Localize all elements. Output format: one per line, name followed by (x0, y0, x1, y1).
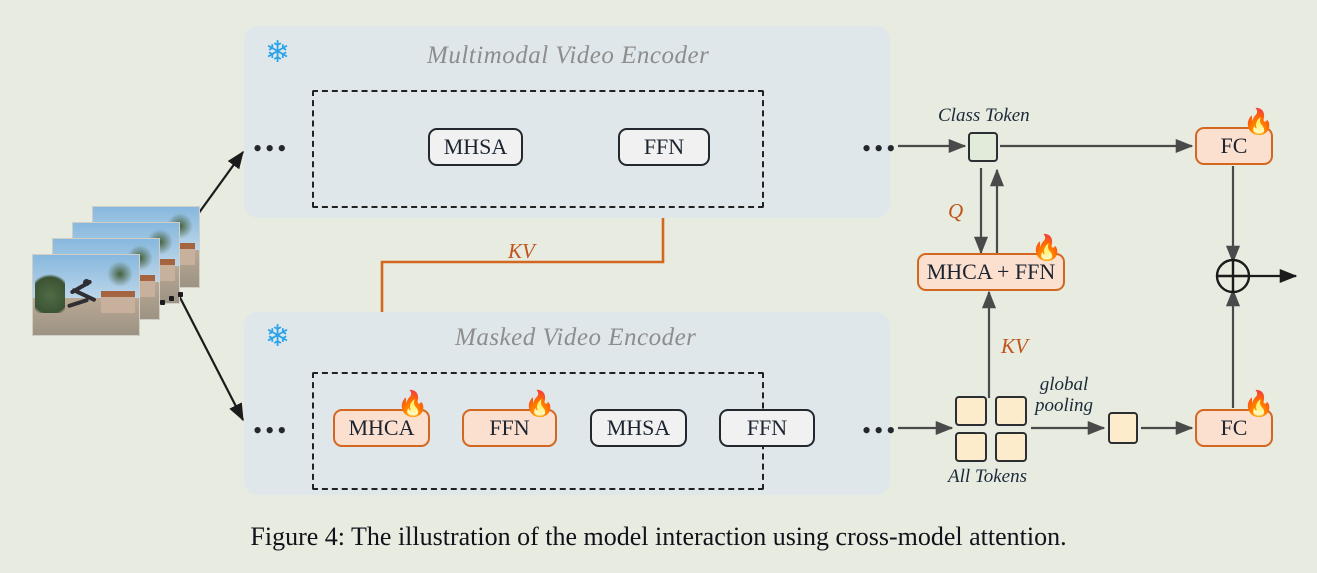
class-token-label: Class Token (938, 105, 1030, 126)
block-mhca-masked[interactable]: MHCA 🔥 (333, 392, 430, 447)
block-mhsa-multimodal[interactable]: MHSA (428, 128, 523, 166)
token-cell (955, 396, 987, 426)
block-label: FFN (643, 134, 685, 159)
query-label: Q (948, 199, 964, 223)
masked-encoder-panel (244, 312, 890, 495)
multimodal-input-ellipsis: ••• (253, 134, 290, 163)
token-cell (995, 396, 1027, 426)
block-label: FFN (746, 415, 788, 440)
kv-tokens-label: KV (1001, 334, 1028, 358)
kv-cross-label: KV (508, 239, 535, 263)
global-pooling-label: global pooling (1035, 374, 1093, 417)
block-label: MHSA (606, 415, 671, 440)
all-tokens-grid (955, 396, 1031, 462)
fusion-block-mhca-ffn[interactable]: MHCA + FFN 🔥 (917, 236, 1065, 291)
block-label: MHCA (348, 415, 415, 440)
multimodal-encoder-panel (244, 26, 890, 218)
block-mhsa-masked[interactable]: MHSA (590, 409, 687, 447)
global-pooling-label-line2: pooling (1035, 395, 1094, 417)
all-tokens-label: All Tokens (948, 466, 1027, 487)
figure-caption: Figure 4: The illustration of the model … (250, 522, 1067, 551)
block-label: FC (1220, 415, 1248, 440)
block-label: MHCA + FFN (926, 259, 1056, 284)
masked-encoder-title: Masked Video Encoder (455, 324, 697, 351)
snowflake-icon: ❄ (265, 320, 291, 353)
multimodal-encoder-block-group (312, 90, 764, 208)
block-ffn1-masked[interactable]: FFN 🔥 (462, 392, 557, 447)
multimodal-encoder-title: Multimodal Video Encoder (427, 42, 710, 69)
block-label: MHSA (443, 134, 508, 159)
block-label: FC (1220, 133, 1248, 158)
video-frame (32, 254, 140, 336)
fc-top[interactable]: FC 🔥 (1195, 110, 1274, 165)
block-ffn2-masked[interactable]: FFN (719, 409, 815, 447)
masked-output-ellipsis: ••• (862, 416, 899, 445)
global-pooling-label-line1: global (1039, 374, 1089, 395)
block-ffn-multimodal[interactable]: FFN (618, 128, 710, 166)
block-label: FFN (489, 415, 530, 440)
fc-bottom[interactable]: FC 🔥 (1195, 392, 1274, 447)
arrow-video-to-masked (171, 281, 244, 422)
video-frames (30, 206, 205, 336)
class-token (968, 132, 998, 162)
multimodal-output-ellipsis: ••• (862, 134, 899, 163)
sum-node-cross (1217, 260, 1249, 292)
pooled-token (1108, 412, 1138, 444)
token-cell (955, 432, 987, 462)
snowflake-icon: ❄ (265, 36, 291, 69)
token-cell (995, 432, 1027, 462)
masked-input-ellipsis: ••• (253, 416, 290, 445)
